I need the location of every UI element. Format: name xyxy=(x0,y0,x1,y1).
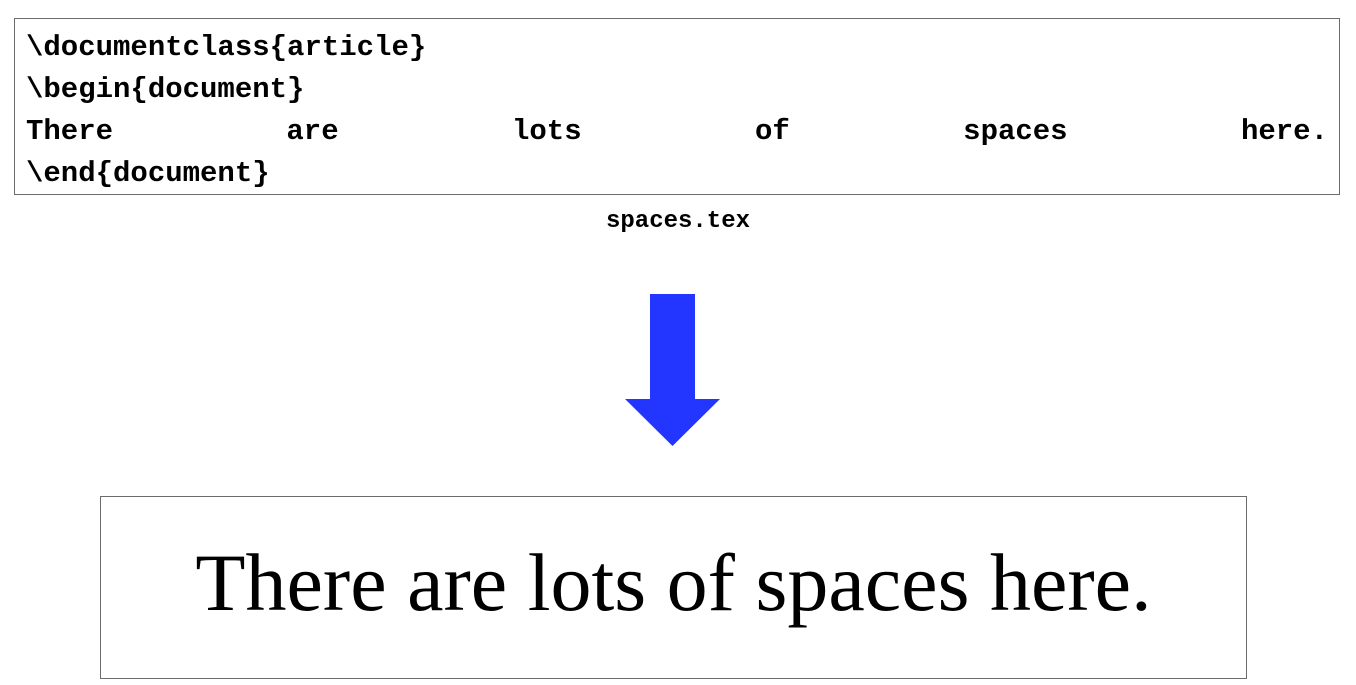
file-caption: spaces.tex xyxy=(605,208,751,235)
body-word: spaces xyxy=(963,115,1068,148)
code-line-documentclass: \documentclass{article} xyxy=(26,31,427,64)
body-word: here. xyxy=(1240,115,1328,148)
body-word: lots xyxy=(511,115,582,148)
body-word: There xyxy=(26,115,114,148)
body-word: of xyxy=(754,115,790,148)
code-line-begin-document: \begin{document} xyxy=(26,73,305,106)
down-arrow-shape xyxy=(625,294,720,446)
code-line-body-text: There are lots of spaces here. xyxy=(26,111,1328,153)
code-line-end-document: \end{document} xyxy=(26,157,270,190)
body-word: are xyxy=(286,115,339,148)
source-code-box: \documentclass{article} \begin{document}… xyxy=(14,18,1340,195)
rendered-output-box: There are lots of spaces here. xyxy=(100,496,1247,679)
down-arrow-icon xyxy=(625,294,720,446)
rendered-output-text: There are lots of spaces here. xyxy=(195,536,1152,628)
